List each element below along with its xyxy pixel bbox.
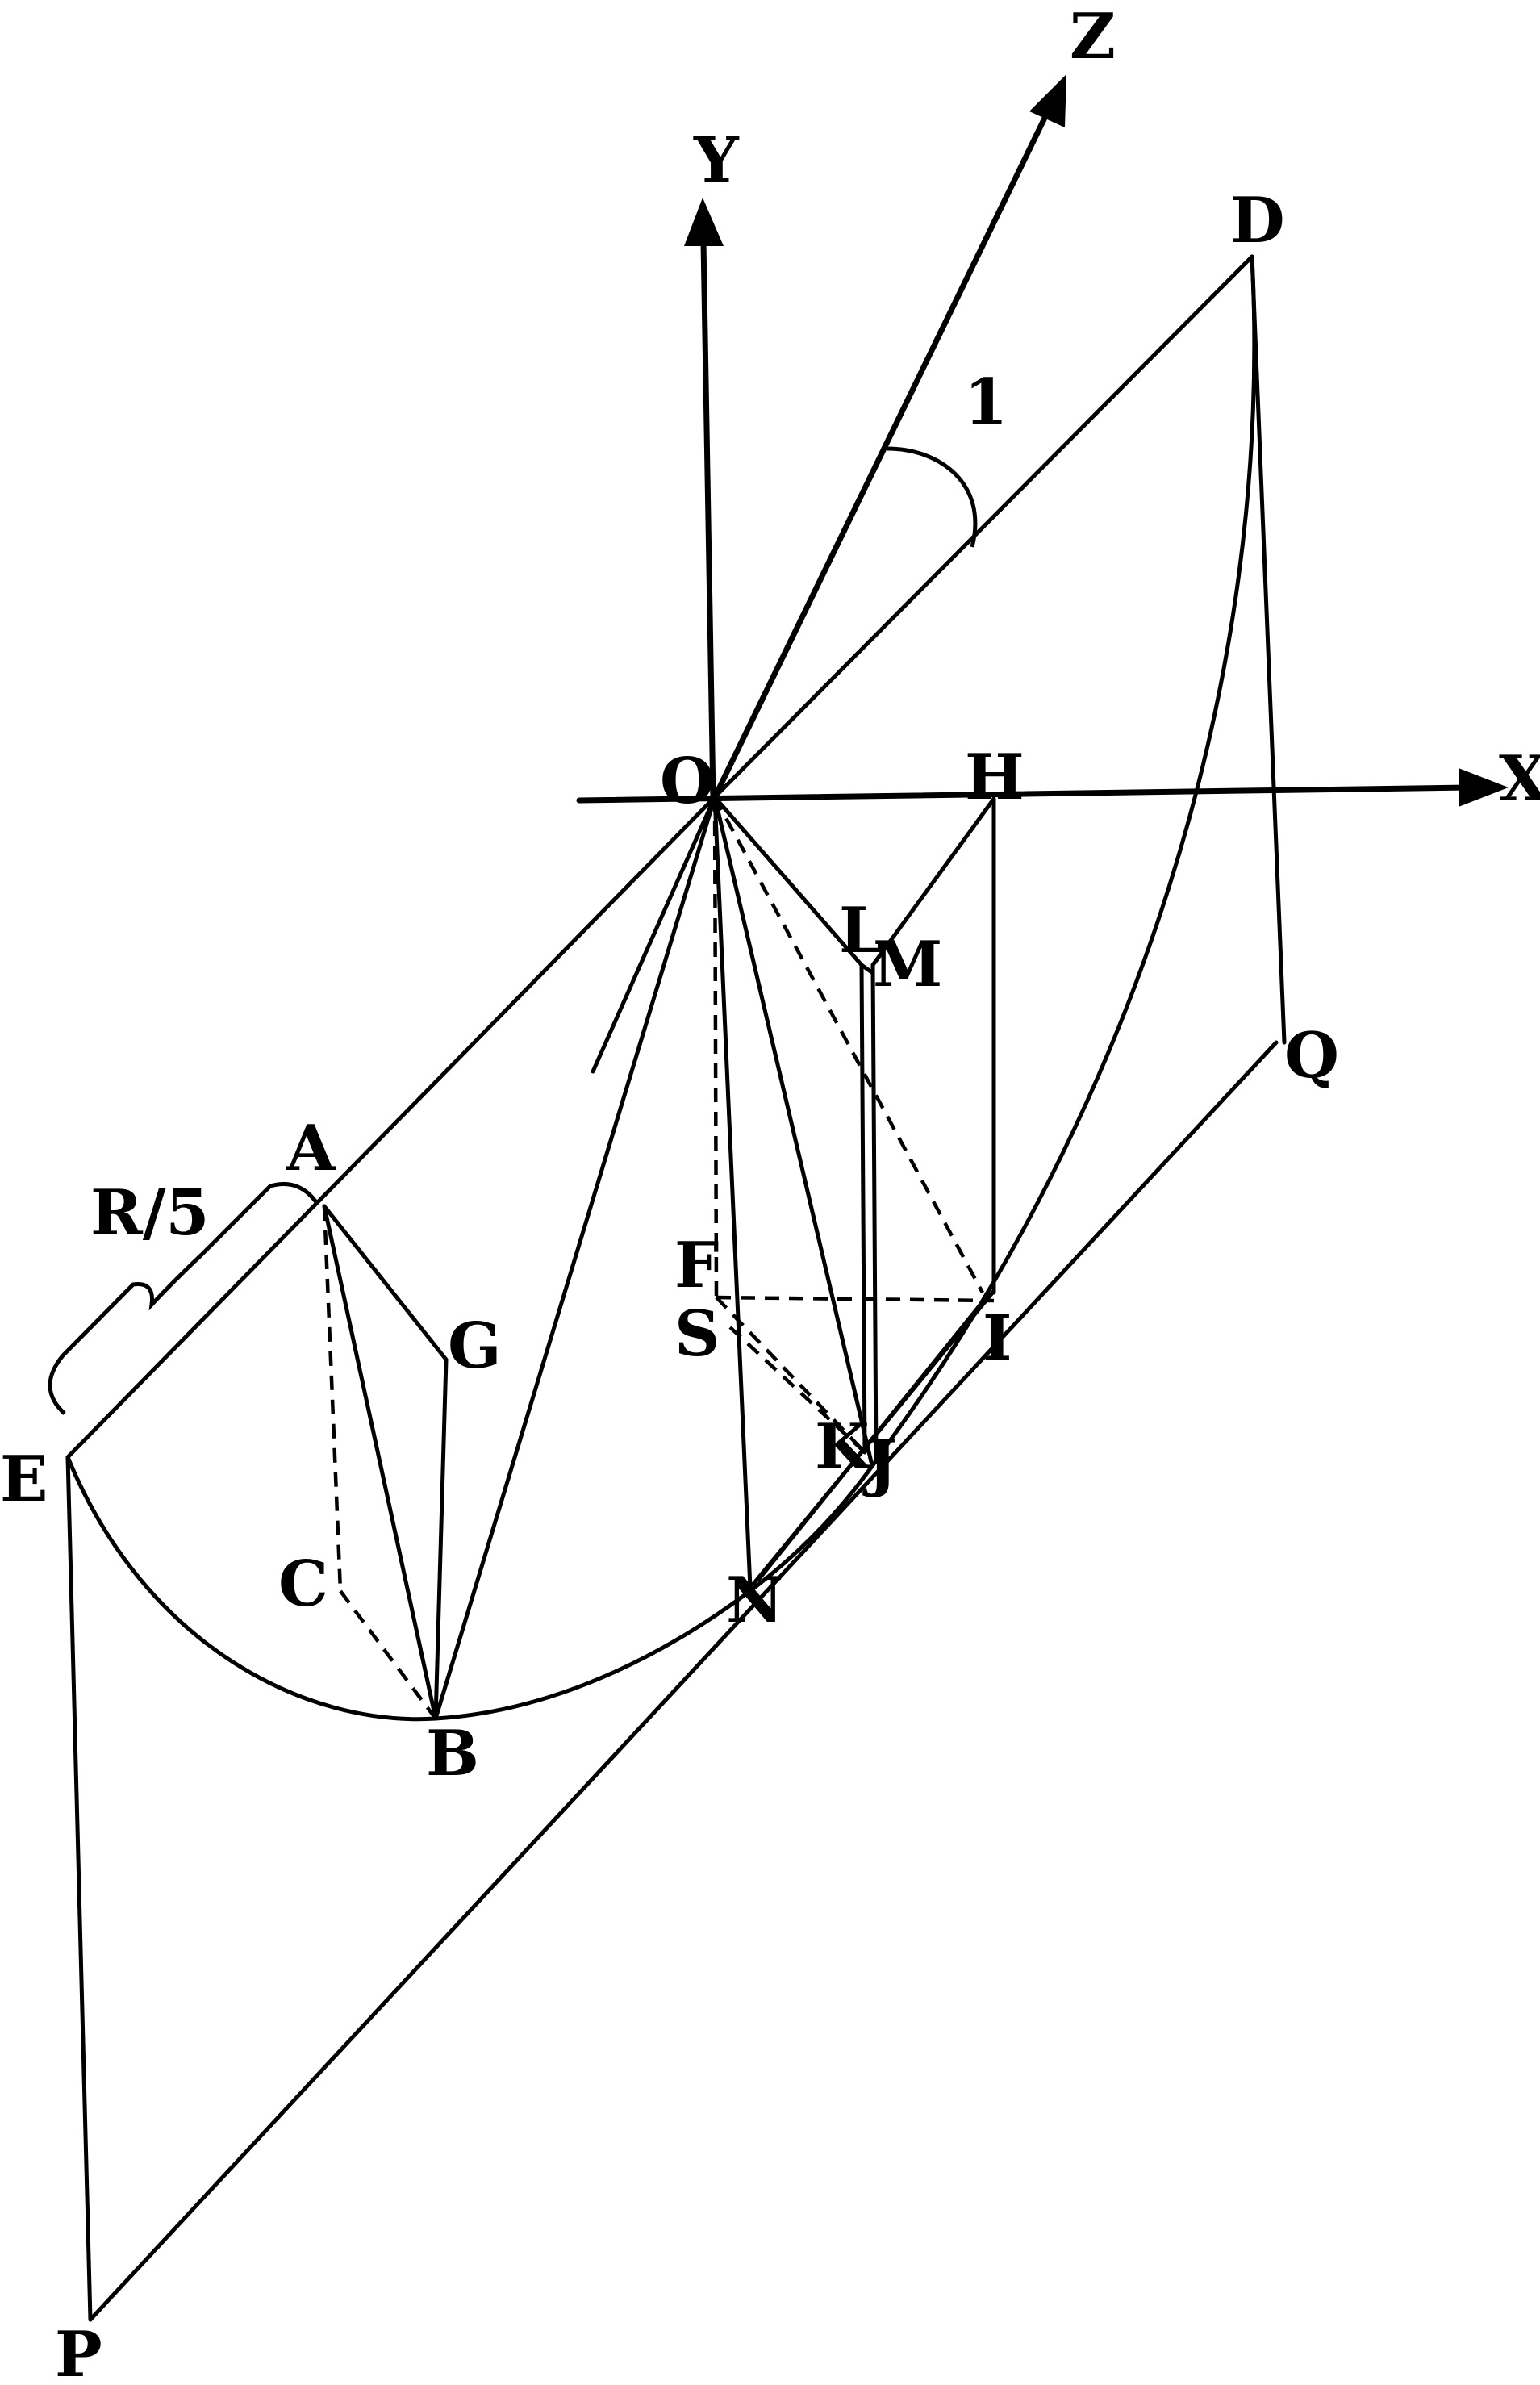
label-point-l: L	[839, 894, 883, 967]
label-point-e: E	[0, 1443, 48, 1516]
label-point-h: H	[965, 741, 1025, 814]
label-point-g: G	[448, 1309, 502, 1383]
line-HM	[870, 796, 996, 967]
line-NI-2	[756, 1293, 991, 1582]
line-FK-dashed	[715, 1296, 866, 1454]
line-LK	[859, 963, 867, 1455]
label-point-q: Q	[1284, 1019, 1339, 1092]
label-point-n: N	[726, 1564, 783, 1637]
label-point-k: K	[815, 1410, 872, 1484]
label-point-j: J	[862, 1426, 897, 1500]
y-axis-arrowhead	[684, 198, 724, 246]
line-AC-dashed	[322, 1205, 343, 1592]
line-GB	[433, 1357, 449, 1721]
line-OD	[712, 254, 1254, 800]
line-AG	[322, 1204, 449, 1362]
curve-E-B-N-D	[65, 256, 1257, 1722]
x-axis	[576, 784, 1471, 804]
line-SK-dashed	[728, 1326, 866, 1454]
label-point-o: O	[660, 745, 715, 818]
y-axis	[700, 239, 716, 802]
label-point-a: A	[286, 1112, 336, 1185]
label-point-c: C	[278, 1548, 328, 1621]
line-EP	[65, 1455, 93, 2322]
label-dimension-r5: R/5	[90, 1176, 210, 1250]
line-OE	[65, 795, 717, 1460]
axes	[576, 74, 1509, 1074]
label-point-i: I	[983, 1301, 1012, 1375]
line-AB	[322, 1204, 438, 1721]
z-axis-negative	[591, 795, 717, 1074]
label-point-d: D	[1230, 184, 1285, 257]
angle-1-arc	[887, 446, 978, 548]
label-axis-x: X	[1499, 742, 1540, 816]
x-axis-arrowhead	[1459, 768, 1509, 807]
z-axis-arrowhead	[1029, 74, 1066, 127]
line-ON	[712, 795, 753, 1590]
label-point-f: F	[674, 1229, 719, 1302]
label-axis-z: Z	[1070, 0, 1116, 73]
line-DQ	[1250, 254, 1287, 1045]
label-point-b: B	[426, 1717, 479, 1790]
line-FI-dashed	[716, 1295, 995, 1303]
line-OL	[712, 795, 864, 967]
line-PQ	[88, 1040, 1279, 2322]
line-CB-dashed	[339, 1589, 437, 1720]
line-OB	[433, 795, 717, 1721]
line-OJ	[712, 795, 874, 1464]
line-OI-dashed	[713, 796, 984, 1294]
label-point-p: P	[55, 2318, 102, 2385]
label-angle-1: 1	[964, 365, 1008, 439]
label-axis-y: Y	[693, 123, 740, 197]
dimension-bracket	[48, 1182, 319, 1415]
line-LM	[859, 963, 875, 975]
z-axis	[712, 110, 1050, 800]
line-OF-dashed	[712, 796, 719, 1298]
label-point-s: S	[674, 1297, 720, 1371]
line-MJ	[870, 963, 879, 1464]
label-point-m: M	[873, 928, 942, 1001]
